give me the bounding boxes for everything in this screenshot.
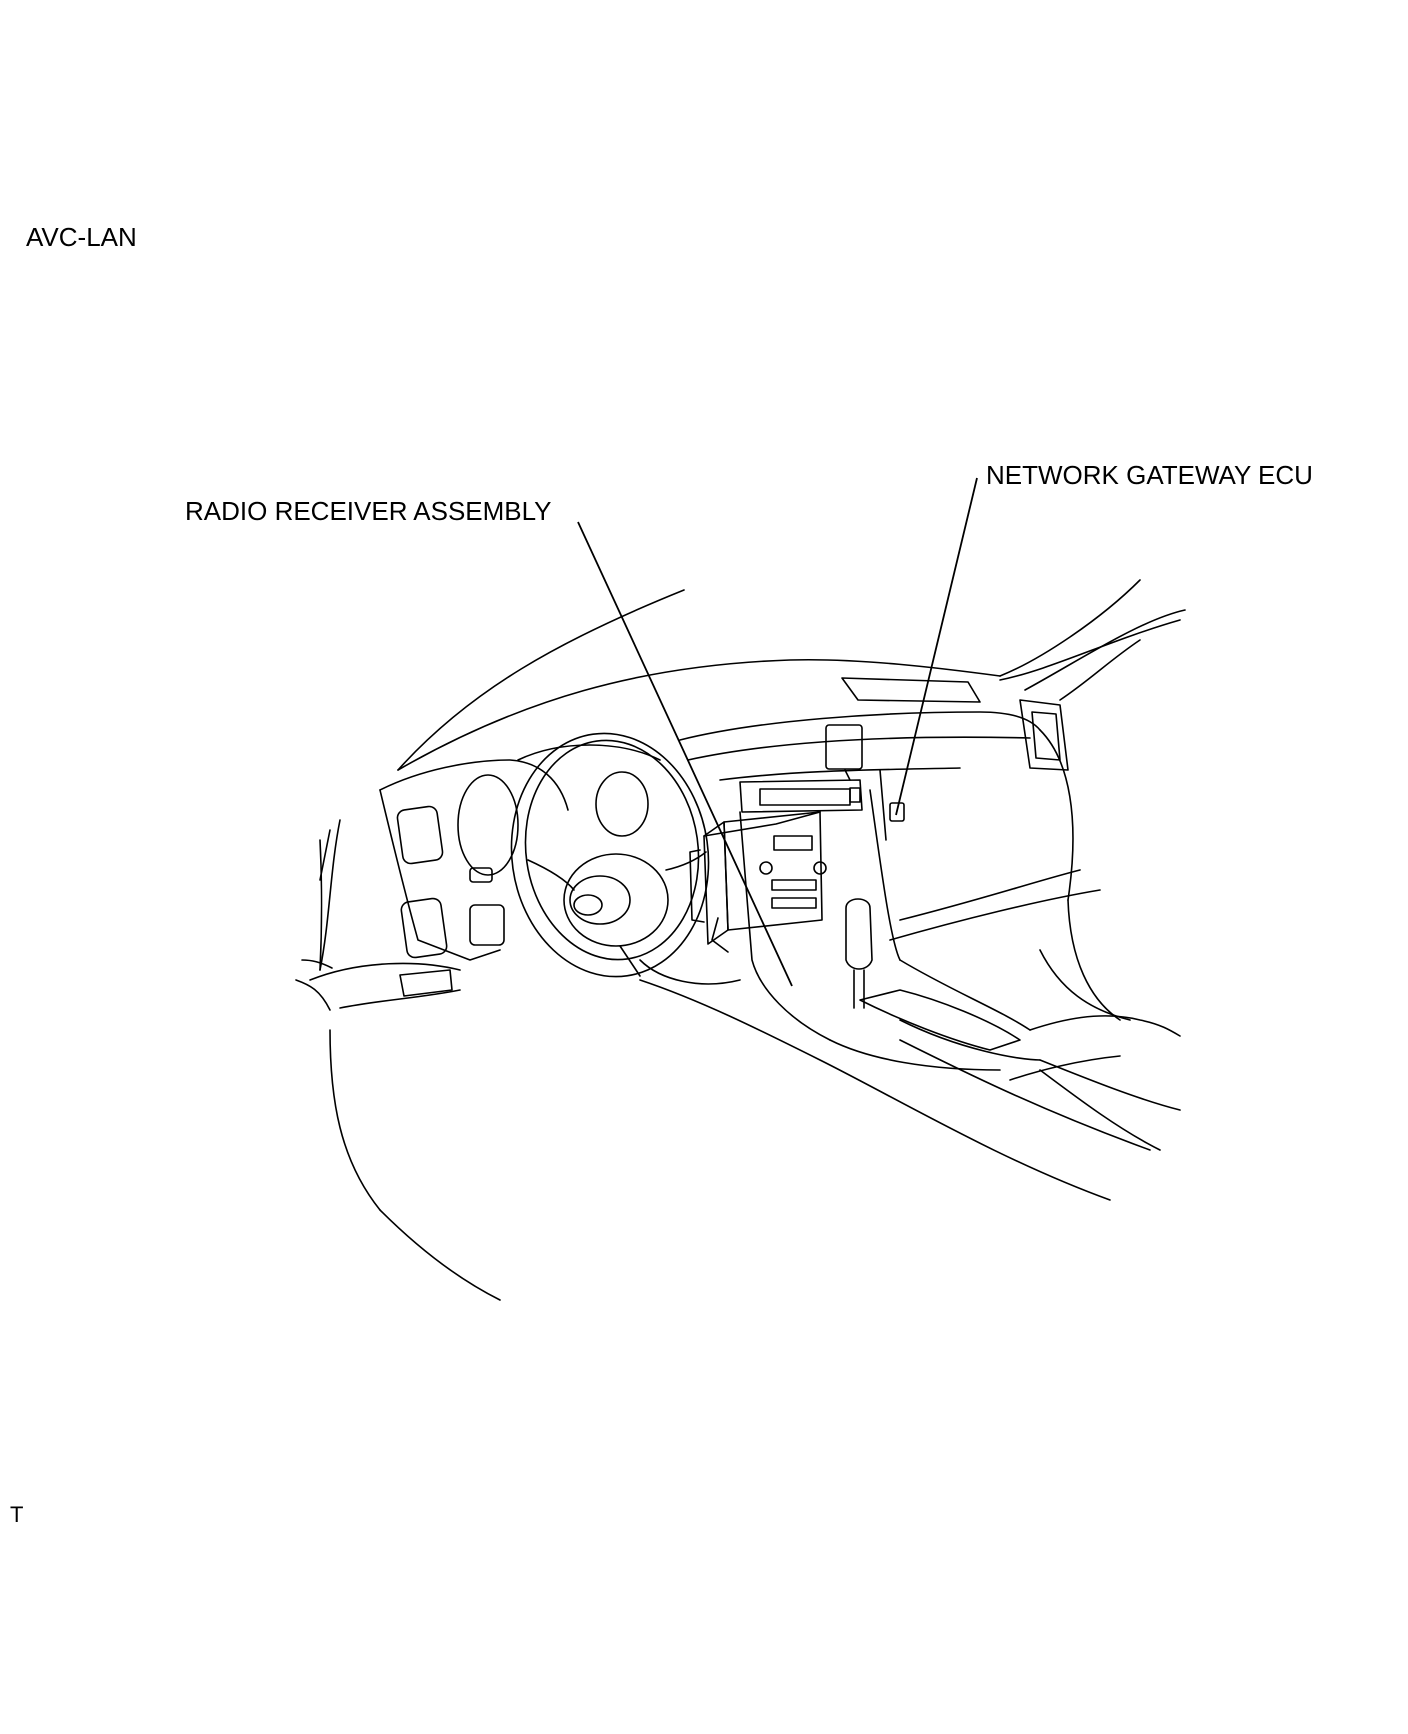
steering-hub xyxy=(563,853,669,947)
console-bottom-edge xyxy=(899,1019,1041,1061)
left-switch-3 xyxy=(469,904,505,946)
right-vent xyxy=(1019,699,1069,771)
dash-upper-line-2 xyxy=(687,736,1031,761)
console-side-long xyxy=(1039,1059,1181,1111)
dash-bottom-right xyxy=(899,869,1081,921)
radio-cd-slot xyxy=(771,879,817,891)
steering-wheel-inner xyxy=(524,739,700,961)
left-door-line-2 xyxy=(301,959,333,969)
center-stack-right xyxy=(869,789,901,961)
network-gateway-label: NETWORK GATEWAY ECU xyxy=(986,460,1313,490)
left-door-line xyxy=(295,979,331,1011)
left-lower-dash xyxy=(309,962,461,981)
radio-leader-line xyxy=(577,521,793,987)
steering-spoke-bottom xyxy=(619,945,641,977)
right-door xyxy=(1067,899,1121,1021)
gauge-left xyxy=(457,774,519,876)
gateway-leader-line xyxy=(895,477,978,816)
left-body-upper xyxy=(319,839,323,971)
radio-receiver-label: RADIO RECEIVER ASSEMBLY xyxy=(185,496,552,526)
footer-code: T xyxy=(10,1502,24,1527)
radio-receiver-top xyxy=(703,811,821,837)
console-shift-gate xyxy=(859,989,1021,1051)
left-body-curve xyxy=(329,1029,381,1211)
radio-display xyxy=(773,835,813,851)
steering-spoke-right xyxy=(665,851,707,871)
shift-lever-knob xyxy=(845,898,873,970)
right-dash-lower xyxy=(1039,949,1131,1021)
center-upper-panel xyxy=(739,779,863,813)
left-cluster-body xyxy=(379,789,501,961)
horn-pad xyxy=(569,875,631,925)
top-vent-box xyxy=(825,724,863,770)
gauge-center xyxy=(595,771,649,837)
console-top-left xyxy=(829,1039,1001,1071)
steering-wheel-rim xyxy=(510,732,710,978)
dash-top-curve-2 xyxy=(999,579,1141,677)
network-gateway-ecu xyxy=(889,802,905,822)
radio-receiver-side xyxy=(703,821,729,945)
gauge-pod xyxy=(517,744,661,761)
center-stack-left xyxy=(739,811,831,1041)
dash-top-curve-3 xyxy=(999,619,1181,681)
left-panel-edge xyxy=(319,819,341,971)
radio-bracket-2 xyxy=(711,917,729,953)
floor-line-2 xyxy=(899,1039,1151,1151)
dash-upper-line xyxy=(679,711,1041,741)
console-armrest-side xyxy=(1009,1055,1121,1081)
console-side-long-2 xyxy=(1039,1069,1161,1151)
radio-cassette-slot xyxy=(771,897,817,909)
page-title: AVC-LAN xyxy=(26,222,137,252)
console-top xyxy=(899,959,1031,1031)
left-door-line-3 xyxy=(339,989,461,1009)
dash-bottom-right-2 xyxy=(889,889,1101,941)
defrost-vent xyxy=(841,677,981,703)
steering-spoke-left xyxy=(527,859,575,891)
dash-top-curve xyxy=(397,658,1001,771)
left-switch-2 xyxy=(400,897,448,959)
center-display xyxy=(759,788,851,806)
right-dash-edge xyxy=(1039,729,1074,901)
floor-line-1 xyxy=(639,979,1111,1201)
center-clock xyxy=(849,787,861,803)
right-pillar xyxy=(1059,639,1141,701)
center-stack-trim xyxy=(844,769,887,841)
steering-logo xyxy=(573,894,603,916)
steering-column xyxy=(639,959,741,985)
left-cluster-hood xyxy=(379,759,569,811)
windshield-top-edge xyxy=(397,589,685,771)
dash-top-curve-4 xyxy=(1024,609,1186,691)
left-switch-1 xyxy=(396,805,444,865)
radio-bracket xyxy=(689,849,705,923)
console-armrest xyxy=(1029,1015,1181,1037)
dash-middle-line xyxy=(719,767,961,781)
radio-knob-left xyxy=(759,861,773,875)
left-body-sweep xyxy=(379,1209,501,1301)
radio-knob-right xyxy=(813,861,827,875)
left-knee-pad xyxy=(399,969,453,997)
